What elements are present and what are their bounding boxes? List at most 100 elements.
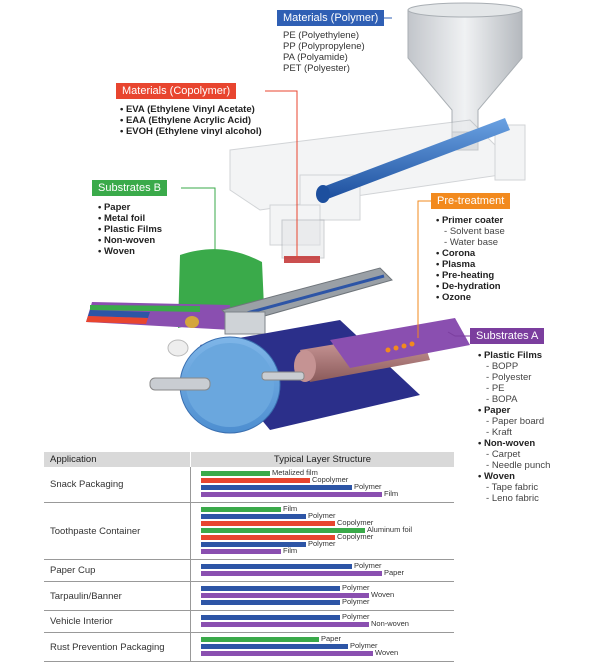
layer-bar xyxy=(201,535,335,540)
layer: Film xyxy=(201,504,454,513)
application-name: Paper Cup xyxy=(44,559,191,582)
application-name: Tarpaulin/Banner xyxy=(44,581,191,611)
layer: Polymer xyxy=(201,482,454,491)
layer-bar xyxy=(201,644,348,649)
layer-label: Aluminum foil xyxy=(367,525,413,534)
pretreatment-flames xyxy=(385,341,415,353)
layer-bar xyxy=(201,478,310,483)
application-name: Rust Prevention Packaging xyxy=(44,632,191,662)
layer-bar xyxy=(201,600,340,605)
layer: Film xyxy=(201,489,454,498)
layer-bar xyxy=(201,542,306,547)
pretreatment-item: Ozone xyxy=(436,292,505,303)
layer-bar xyxy=(201,615,340,620)
layer: Polymer xyxy=(201,539,454,548)
substrate-b-item: Plastic Films xyxy=(98,224,162,235)
polymer-tag: Materials (Polymer) xyxy=(277,10,385,26)
substrate-a-item: Carpet xyxy=(478,449,550,460)
layer-label: Film xyxy=(283,546,298,555)
layer-label: Polymer xyxy=(342,597,370,606)
t-die xyxy=(221,267,393,335)
pretreatment-list: Primer coaterSolvent baseWater baseCoron… xyxy=(436,215,505,303)
application-name: Vehicle Interior xyxy=(44,610,191,633)
pretreatment-item: Corona xyxy=(436,248,505,259)
layer-bar xyxy=(201,622,369,627)
polymer-list: PE (Polyethylene) PP (Polypropylene) PA … xyxy=(283,30,365,74)
polymer-item: PE (Polyethylene) xyxy=(283,30,360,41)
layer-label: Non-woven xyxy=(371,619,409,628)
pretreatment-item: Primer coater xyxy=(436,215,505,226)
substrate-a-item: Non-woven xyxy=(478,438,550,449)
laminate-web-left xyxy=(86,302,232,330)
substrate-a-item: Polyester xyxy=(478,372,550,383)
pretreatment-item: Solvent base xyxy=(436,226,505,237)
layer: Polymer xyxy=(201,511,454,520)
application-header: Application xyxy=(44,452,191,467)
substrate-b-item: Paper xyxy=(98,202,162,213)
layer: Copolymer xyxy=(201,532,454,541)
layer-bar xyxy=(201,528,365,533)
copolymer-tag: Materials (Copolymer) xyxy=(116,83,237,99)
layer: Aluminum foil xyxy=(201,525,454,534)
substrate-a-item: Paper xyxy=(478,405,550,416)
pretreatment-item: Water base xyxy=(436,237,505,248)
die-feed xyxy=(281,219,325,259)
layer: Copolymer xyxy=(201,518,454,527)
layer-label: Film xyxy=(384,489,399,498)
layer-bar xyxy=(201,471,270,476)
layer-label: Polymer xyxy=(342,612,370,621)
application-name: Snack Packaging xyxy=(44,467,191,503)
layer: Paper xyxy=(201,568,454,577)
substrate-a-item: Needle punch xyxy=(478,460,551,471)
layer-bar xyxy=(201,637,319,642)
layer: Copolymer xyxy=(201,475,454,484)
layer-label: Paper xyxy=(384,568,405,577)
substrate-b-item: Non-woven xyxy=(98,235,162,246)
pretreatment-item: Plasma xyxy=(436,259,505,270)
layer: Polymer xyxy=(201,612,454,621)
layer-bar xyxy=(201,507,281,512)
substrate-b-item: Metal foil xyxy=(98,213,162,224)
substrate-a-item: Paper board xyxy=(478,416,550,427)
layer: Woven xyxy=(201,590,454,599)
copolymer-item: EAA (Ethylene Acrylic Acid) xyxy=(120,115,262,126)
substrate-a-web xyxy=(330,318,470,368)
layer-bar xyxy=(201,651,373,656)
layer: Polymer xyxy=(201,561,454,570)
layer: Non-woven xyxy=(201,619,454,628)
layer-label: Woven xyxy=(371,590,395,599)
polymer-item: PA (Polyamide) xyxy=(283,52,348,63)
machine-illustration xyxy=(86,2,526,434)
layer-label: Copolymer xyxy=(337,518,374,527)
copolymer-item: EVOH (Ethylene vinyl alcohol) xyxy=(120,126,262,137)
layer-bar xyxy=(201,586,340,591)
copolymer-list: EVA (Ethylene Vinyl Acetate) EAA (Ethyle… xyxy=(120,104,262,137)
layer-bar xyxy=(201,492,382,497)
layer: Polymer xyxy=(201,641,454,650)
layer-label: Metalized film xyxy=(272,468,318,477)
substrate-a-item: PE xyxy=(478,383,550,394)
substrate-a-item: BOPP xyxy=(478,361,550,372)
layer-bar xyxy=(201,564,352,569)
substrates-b-list: Paper Metal foil Plastic Films Non-woven… xyxy=(98,202,162,257)
layer-bar xyxy=(201,514,306,519)
layer-label: Copolymer xyxy=(337,532,374,541)
layer-label: Polymer xyxy=(354,482,382,491)
layer-label: Polymer xyxy=(354,561,382,570)
substrates-a-list: Plastic FilmsBOPPPolyesterPEBOPAPaperPap… xyxy=(478,350,550,504)
substrates-b-tag: Substrates B xyxy=(92,180,167,196)
substrate-a-item: Kraft xyxy=(478,427,550,438)
substrate-a-item: BOPA xyxy=(478,394,550,405)
layer: Polymer xyxy=(201,583,454,592)
layer-bar xyxy=(201,549,281,554)
